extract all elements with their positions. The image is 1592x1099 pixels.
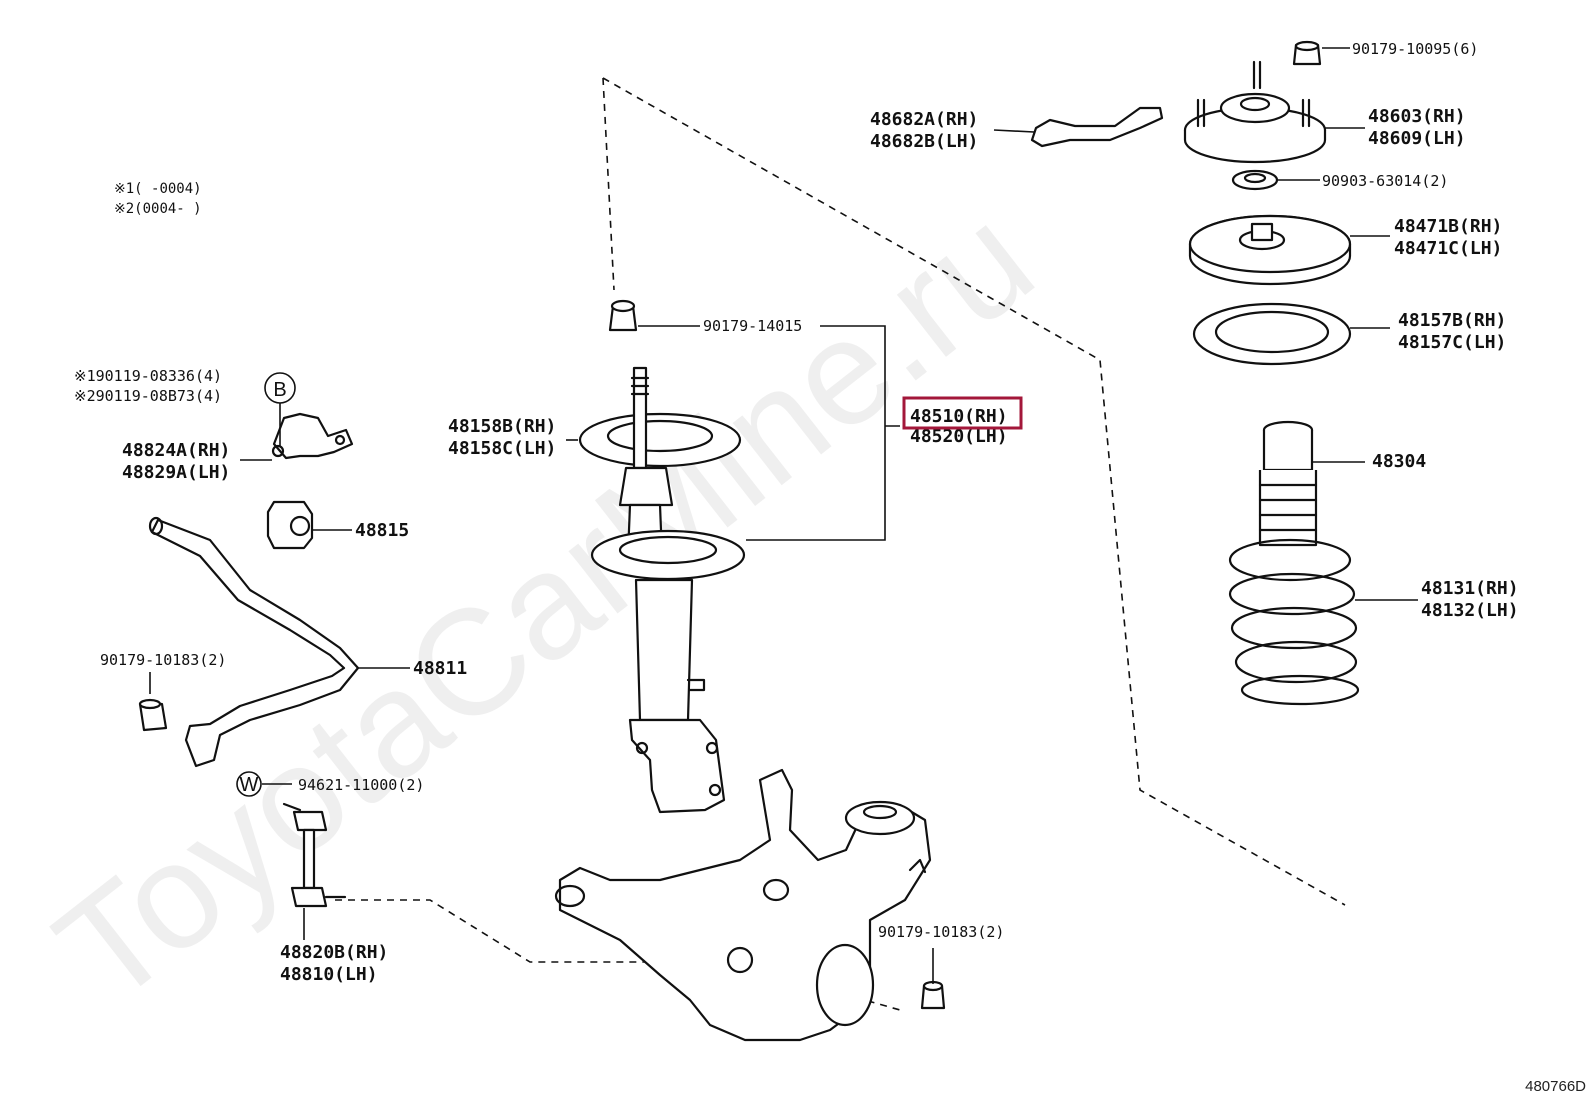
callout-b: B (264, 372, 296, 404)
nut-90179-10183-bar[interactable] (138, 698, 168, 732)
stabilizer-bracket-48824a[interactable] (271, 412, 354, 460)
label-90179-10183-bar[interactable]: 90179-10183(2) (100, 651, 226, 669)
label-90179-10183-knuckle[interactable]: 90179-10183(2) (878, 923, 1004, 941)
label-48824a[interactable]: 48824A(RH) (122, 440, 230, 461)
label-48132[interactable]: 48132(LH) (1421, 600, 1519, 621)
label-90119-08b73[interactable]: ※290119-08B73(4) (74, 387, 222, 405)
label-94621-11000[interactable]: 94621-11000(2) (298, 776, 424, 794)
svg-text:W: W (240, 774, 259, 796)
label-48609[interactable]: 48609(LH) (1368, 128, 1466, 149)
diagram-id: 480766D (1525, 1078, 1586, 1095)
bump-stopper-48304[interactable] (1258, 420, 1318, 547)
label-90179-14015[interactable]: 90179-14015 (703, 317, 802, 335)
note-1: ※1( -0004) (114, 181, 202, 197)
label-48471b[interactable]: 48471B(RH) (1394, 216, 1502, 237)
svg-text:B: B (273, 379, 286, 401)
label-48603[interactable]: 48603(RH) (1368, 106, 1466, 127)
label-48471c[interactable]: 48471C(LH) (1394, 238, 1502, 259)
washer-90903-63014[interactable] (1231, 169, 1279, 191)
nut-90179-14015[interactable] (608, 299, 638, 332)
coil-spring-48131[interactable] (1228, 538, 1360, 706)
label-48682b[interactable]: 48682B(LH) (870, 131, 978, 152)
steering-knuckle (554, 768, 932, 1042)
note-2: ※2(0004- ) (114, 201, 202, 217)
label-48131[interactable]: 48131(RH) (1421, 578, 1519, 599)
nut-90179-10183-knuckle[interactable] (920, 980, 946, 1010)
label-90903-63014[interactable]: 90903-63014(2) (1322, 172, 1448, 190)
strut-mount-48603[interactable] (1183, 60, 1327, 164)
label-48829a[interactable]: 48829A(LH) (122, 462, 230, 483)
label-48682a[interactable]: 48682A(RH) (870, 109, 978, 130)
nut-90179-10095[interactable] (1292, 40, 1322, 66)
label-48158c[interactable]: 48158C(LH) (448, 438, 556, 459)
assembly-boundary (602, 77, 1346, 906)
label-48820b[interactable]: 48820B(RH) (280, 942, 388, 963)
label-48157c[interactable]: 48157C(LH) (1398, 332, 1506, 353)
stabilizer-bushing-48815[interactable] (266, 500, 314, 550)
spring-insulator-48157b[interactable] (1192, 302, 1352, 366)
highlight-box-48510 (902, 396, 1023, 430)
callout-w: W (236, 771, 262, 797)
stabilizer-link-48820b[interactable] (282, 802, 347, 908)
label-48304[interactable]: 48304 (1372, 451, 1426, 472)
label-48520[interactable]: 48520(LH) (910, 426, 1008, 447)
bracket-48682a[interactable] (1030, 106, 1164, 148)
watermark: ToyotaCarMine.ru (26, 174, 1062, 1035)
label-48815[interactable]: 48815 (355, 520, 409, 541)
label-48157b[interactable]: 48157B(RH) (1398, 310, 1506, 331)
stabilizer-bar-48811[interactable] (148, 516, 360, 768)
label-48510[interactable]: 48510(RH) (910, 406, 1008, 427)
label-48158b[interactable]: 48158B(RH) (448, 416, 556, 437)
spring-seat-48158b[interactable] (578, 412, 742, 468)
label-90179-10095[interactable]: 90179-10095(6) (1352, 40, 1478, 58)
label-48810[interactable]: 48810(LH) (280, 964, 378, 985)
shock-absorber-48510[interactable] (590, 366, 746, 814)
label-48811[interactable]: 48811 (413, 658, 467, 679)
upper-insulator-48471b[interactable] (1188, 214, 1352, 286)
label-90119-08336[interactable]: ※190119-08336(4) (74, 367, 222, 385)
